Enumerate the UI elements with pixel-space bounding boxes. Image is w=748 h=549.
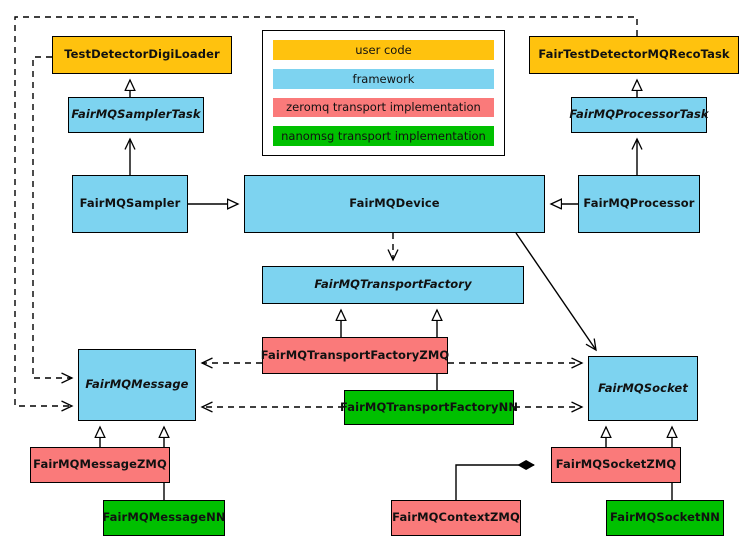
legend-item-user-code: user code [273, 40, 494, 60]
class-node-FairMQSamplerTask[interactable]: FairMQSamplerTask [68, 97, 204, 133]
class-node-FairMQSocketZMQ[interactable]: FairMQSocketZMQ [551, 447, 681, 483]
class-node-FairMQTransportFactory[interactable]: FairMQTransportFactory [262, 266, 524, 304]
class-node-label: FairMQTransportFactoryNN [339, 399, 519, 414]
class-node-FairMQMessageNN[interactable]: FairMQMessageNN [102, 500, 226, 536]
class-node-FairMQTransportFactoryZMQ[interactable]: FairMQTransportFactoryZMQ [260, 337, 450, 374]
class-node-label: FairTestDetectorMQRecoTask [538, 47, 730, 62]
class-node-FairMQSampler[interactable]: FairMQSampler [72, 175, 188, 233]
class-node-FairMQProcessor[interactable]: FairMQProcessor [578, 175, 700, 233]
legend-box: user code framework zeromq transport imp… [262, 30, 505, 156]
edge-device-to-socket [515, 232, 597, 352]
class-node-label: FairMQSampler [79, 196, 181, 211]
class-node-TestDetectorDigiLoader[interactable]: TestDetectorDigiLoader [52, 36, 232, 74]
class-node-label: FairMQTransportFactory [314, 277, 472, 292]
class-node-FairMQDevice[interactable]: FairMQDevice [244, 175, 545, 233]
legend-label-user-code: user code [355, 42, 412, 57]
edge-digiloader-to-message [32, 56, 74, 384]
class-node-label: FairMQDevice [349, 196, 440, 211]
class-node-FairMQMessage[interactable]: FairMQMessage [78, 349, 196, 421]
class-node-label: FairMQSocket [598, 380, 688, 395]
class-node-FairMQContextZMQ[interactable]: FairMQContextZMQ [391, 500, 521, 536]
legend-label-nanomsg: nanomsg transport implementation [281, 129, 486, 144]
class-node-label: FairMQSocketZMQ [555, 457, 677, 472]
class-node-FairMQProcessorTask[interactable]: FairMQProcessorTask [569, 97, 709, 133]
class-node-label: FairMQMessageZMQ [33, 457, 167, 472]
class-node-label: FairMQProcessorTask [569, 107, 709, 122]
class-node-label: FairMQMessageNN [102, 510, 226, 525]
class-node-FairMQTransportFactoryNN[interactable]: FairMQTransportFactoryNN [340, 390, 518, 425]
class-node-FairMQSocketNN[interactable]: FairMQSocketNN [606, 500, 724, 536]
legend-item-zeromq: zeromq transport implementation [273, 97, 494, 118]
class-node-label: TestDetectorDigiLoader [64, 47, 220, 62]
class-node-label: FairMQSocketNN [609, 510, 721, 525]
class-node-label: FairMQMessage [85, 377, 189, 392]
class-node-label: FairMQContextZMQ [392, 510, 520, 525]
class-node-label: FairMQTransportFactoryZMQ [260, 347, 450, 362]
legend-item-framework: framework [273, 68, 494, 89]
legend-label-zeromq: zeromq transport implementation [286, 100, 481, 115]
edge-socketzmq-composition-contextzmq [455, 465, 534, 500]
class-node-label: FairMQProcessor [583, 196, 695, 211]
legend-label-framework: framework [352, 71, 415, 86]
class-node-label: FairMQSamplerTask [71, 107, 201, 122]
class-node-FairMQSocket[interactable]: FairMQSocket [588, 356, 698, 421]
class-node-FairMQMessageZMQ[interactable]: FairMQMessageZMQ [30, 447, 170, 483]
edge-recotask-to-message [14, 16, 638, 412]
class-node-FairTestDetectorMQRecoTask[interactable]: FairTestDetectorMQRecoTask [529, 36, 739, 74]
legend-item-nanomsg: nanomsg transport implementation [273, 126, 494, 146]
